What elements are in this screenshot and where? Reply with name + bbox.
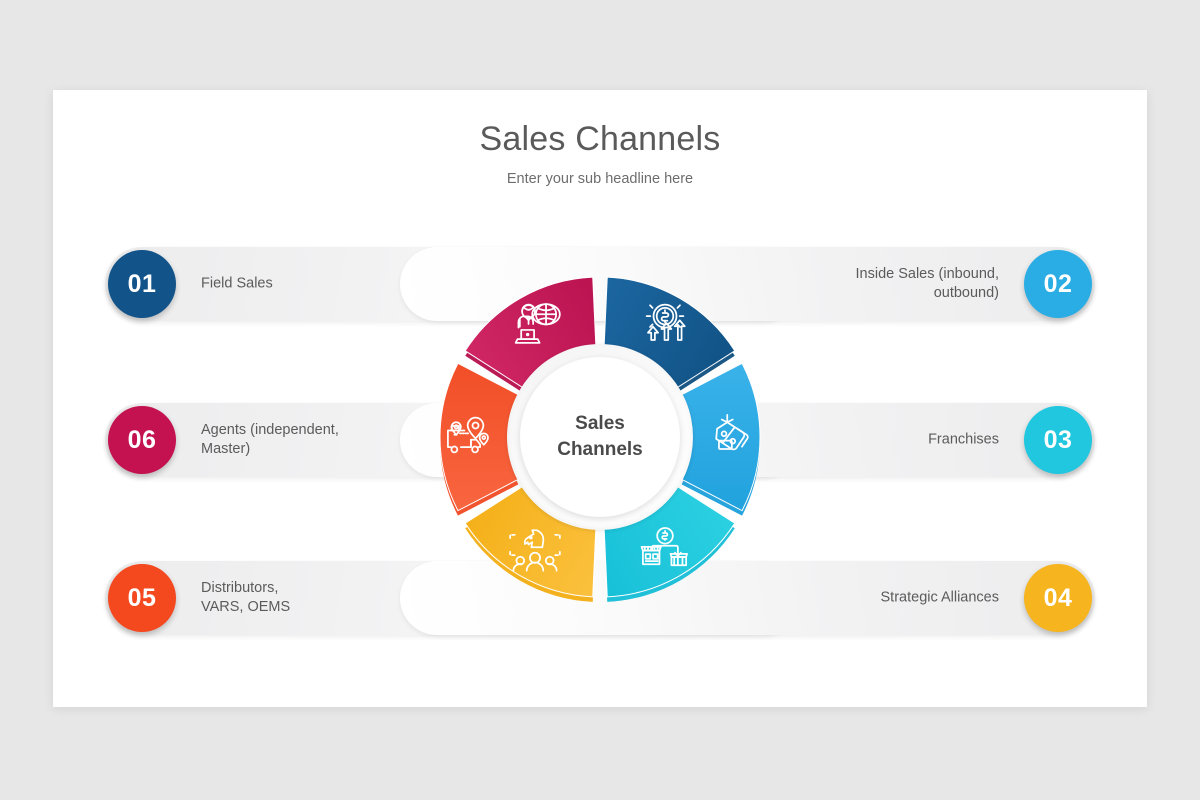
badge-number-01[interactable]: 01 (108, 250, 176, 318)
slide-canvas: Sales Channels Enter your sub headline h… (53, 90, 1147, 707)
wheel-hub: Sales Channels (507, 344, 693, 530)
label-item-01: Field Sales (201, 275, 273, 292)
label-item-03: Franchises (928, 431, 999, 448)
badge-number-04[interactable]: 04 (1024, 564, 1092, 632)
badge-number-06[interactable]: 06 (108, 406, 176, 474)
wheel-hub-inner: Sales Channels (520, 357, 680, 517)
badge-number-02[interactable]: 02 (1024, 250, 1092, 318)
label-item-04: Strategic Alliances (880, 589, 999, 606)
label-item-06: Agents (independent, Master) (201, 421, 339, 457)
badge-number-05[interactable]: 05 (108, 564, 176, 632)
page-subtitle: Enter your sub headline here (506, 171, 694, 187)
badge-number-03[interactable]: 03 (1024, 406, 1092, 474)
page-title: Sales Channels (479, 120, 721, 158)
label-item-02: Inside Sales (inbound, outbound) (855, 265, 1000, 301)
sales-channel-wheel: Sales Channels (365, 202, 835, 672)
wheel-hub-label: Sales Channels (557, 413, 643, 460)
label-item-05: Distributors, VARS, OEMS (201, 579, 291, 615)
